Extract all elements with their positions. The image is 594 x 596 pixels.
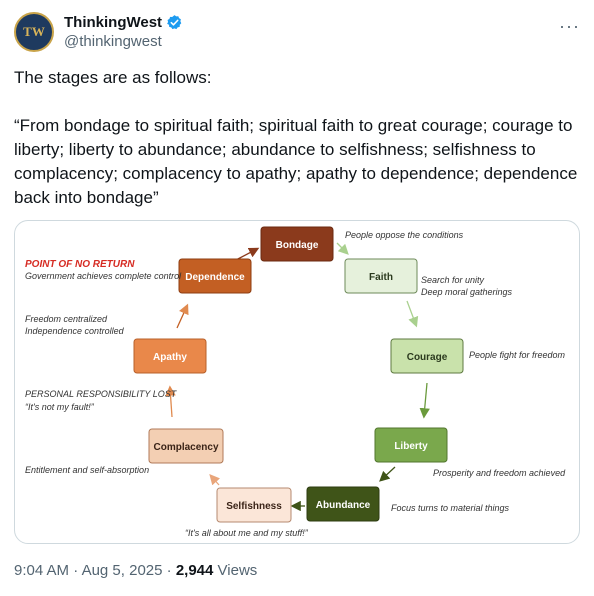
stage-courage: Courage	[390, 338, 464, 374]
arrow-faith-to-courage	[406, 300, 419, 328]
cycle-diagram: Bondage Faith Courage Liberty Abundance …	[25, 226, 566, 538]
stage-label-apathy: Apathy	[153, 352, 187, 363]
stage-abundance: Abundance	[306, 486, 380, 522]
stage-bondage: Bondage	[260, 226, 334, 262]
note-apathy-2: “It's not my fault!”	[25, 402, 95, 412]
tweet-header: TW ThinkingWest @thinkingwest ···	[14, 12, 580, 52]
stage-label-selfishness: Selfishness	[226, 501, 282, 512]
stage-liberty: Liberty	[374, 427, 448, 463]
note-abundance: Focus turns to material things	[391, 503, 510, 513]
avatar[interactable]: TW	[14, 12, 54, 52]
stage-apathy: Apathy	[133, 338, 207, 374]
views-count: 2,944	[175, 562, 214, 579]
arrow-selfishness-to-complacency	[209, 474, 221, 486]
stage-label-dependence: Dependence	[185, 272, 245, 283]
verified-badge-icon	[167, 14, 182, 29]
display-name[interactable]: ThinkingWest	[64, 12, 183, 32]
meta-dot-2: ·	[162, 562, 176, 579]
tweet-time[interactable]: 9:04 AM	[14, 562, 70, 579]
display-name-text: ThinkingWest	[64, 13, 163, 31]
tweet-paragraph-1: The stages are as follows:	[14, 68, 212, 87]
stage-label-courage: Courage	[407, 352, 448, 363]
stage-label-liberty: Liberty	[394, 441, 428, 452]
stage-label-abundance: Abundance	[316, 500, 371, 511]
meta-dot-1: ·	[69, 562, 82, 579]
note-courage: People fight for freedom	[469, 350, 566, 360]
arrow-apathy-to-dependence	[176, 303, 189, 329]
arrow-liberty-to-abundance	[379, 466, 396, 482]
stage-dependence: Dependence	[178, 258, 252, 294]
note-apathy-1: PERSONAL RESPONSIBILITY LOST	[25, 389, 178, 399]
stage-selfishness: Selfishness	[216, 487, 292, 523]
point-of-no-return-title: POINT OF NO RETURN	[25, 259, 135, 270]
stage-faith: Faith	[344, 258, 418, 294]
tweet-meta: 9:04 AM · Aug 5, 2025 · 2,944 Views	[14, 562, 257, 579]
note-selfishness: “It's all about me and my stuff!”	[185, 528, 309, 538]
tweet-text: The stages are as follows: “From bondage…	[14, 66, 584, 210]
author-info: ThinkingWest @thinkingwest	[64, 12, 183, 52]
note-dependence-1: Freedom centralized	[25, 314, 108, 324]
arrow-courage-to-liberty	[419, 382, 430, 419]
arrow-bondage-to-faith	[336, 242, 349, 255]
note-faith-2: Deep moral gatherings	[421, 287, 513, 297]
media-image[interactable]: Bondage Faith Courage Liberty Abundance …	[14, 220, 580, 544]
note-dependence-2: Independence controlled	[25, 326, 125, 336]
views-label: Views	[217, 562, 258, 579]
stage-label-faith: Faith	[369, 272, 393, 283]
stage-label-complacency: Complacency	[153, 442, 218, 453]
handle[interactable]: @thinkingwest	[64, 33, 162, 50]
arrow-complacency-to-apathy	[165, 385, 176, 418]
note-faith-1: Search for unity	[421, 275, 485, 285]
tweet-paragraph-2: “From bondage to spiritual faith; spirit…	[14, 116, 578, 207]
note-complacency: Entitlement and self-absorption	[25, 465, 149, 475]
stage-complacency: Complacency	[148, 428, 224, 464]
note-bondage: People oppose the conditions	[345, 230, 464, 240]
stage-label-bondage: Bondage	[276, 240, 319, 251]
note-point-of-no-return-text: Government achieves complete control	[25, 271, 182, 281]
note-liberty: Prosperity and freedom achieved	[433, 468, 566, 478]
more-options-icon[interactable]: ···	[559, 16, 580, 36]
tweet-date[interactable]: Aug 5, 2025	[81, 562, 163, 579]
avatar-logo: TW	[23, 24, 45, 39]
